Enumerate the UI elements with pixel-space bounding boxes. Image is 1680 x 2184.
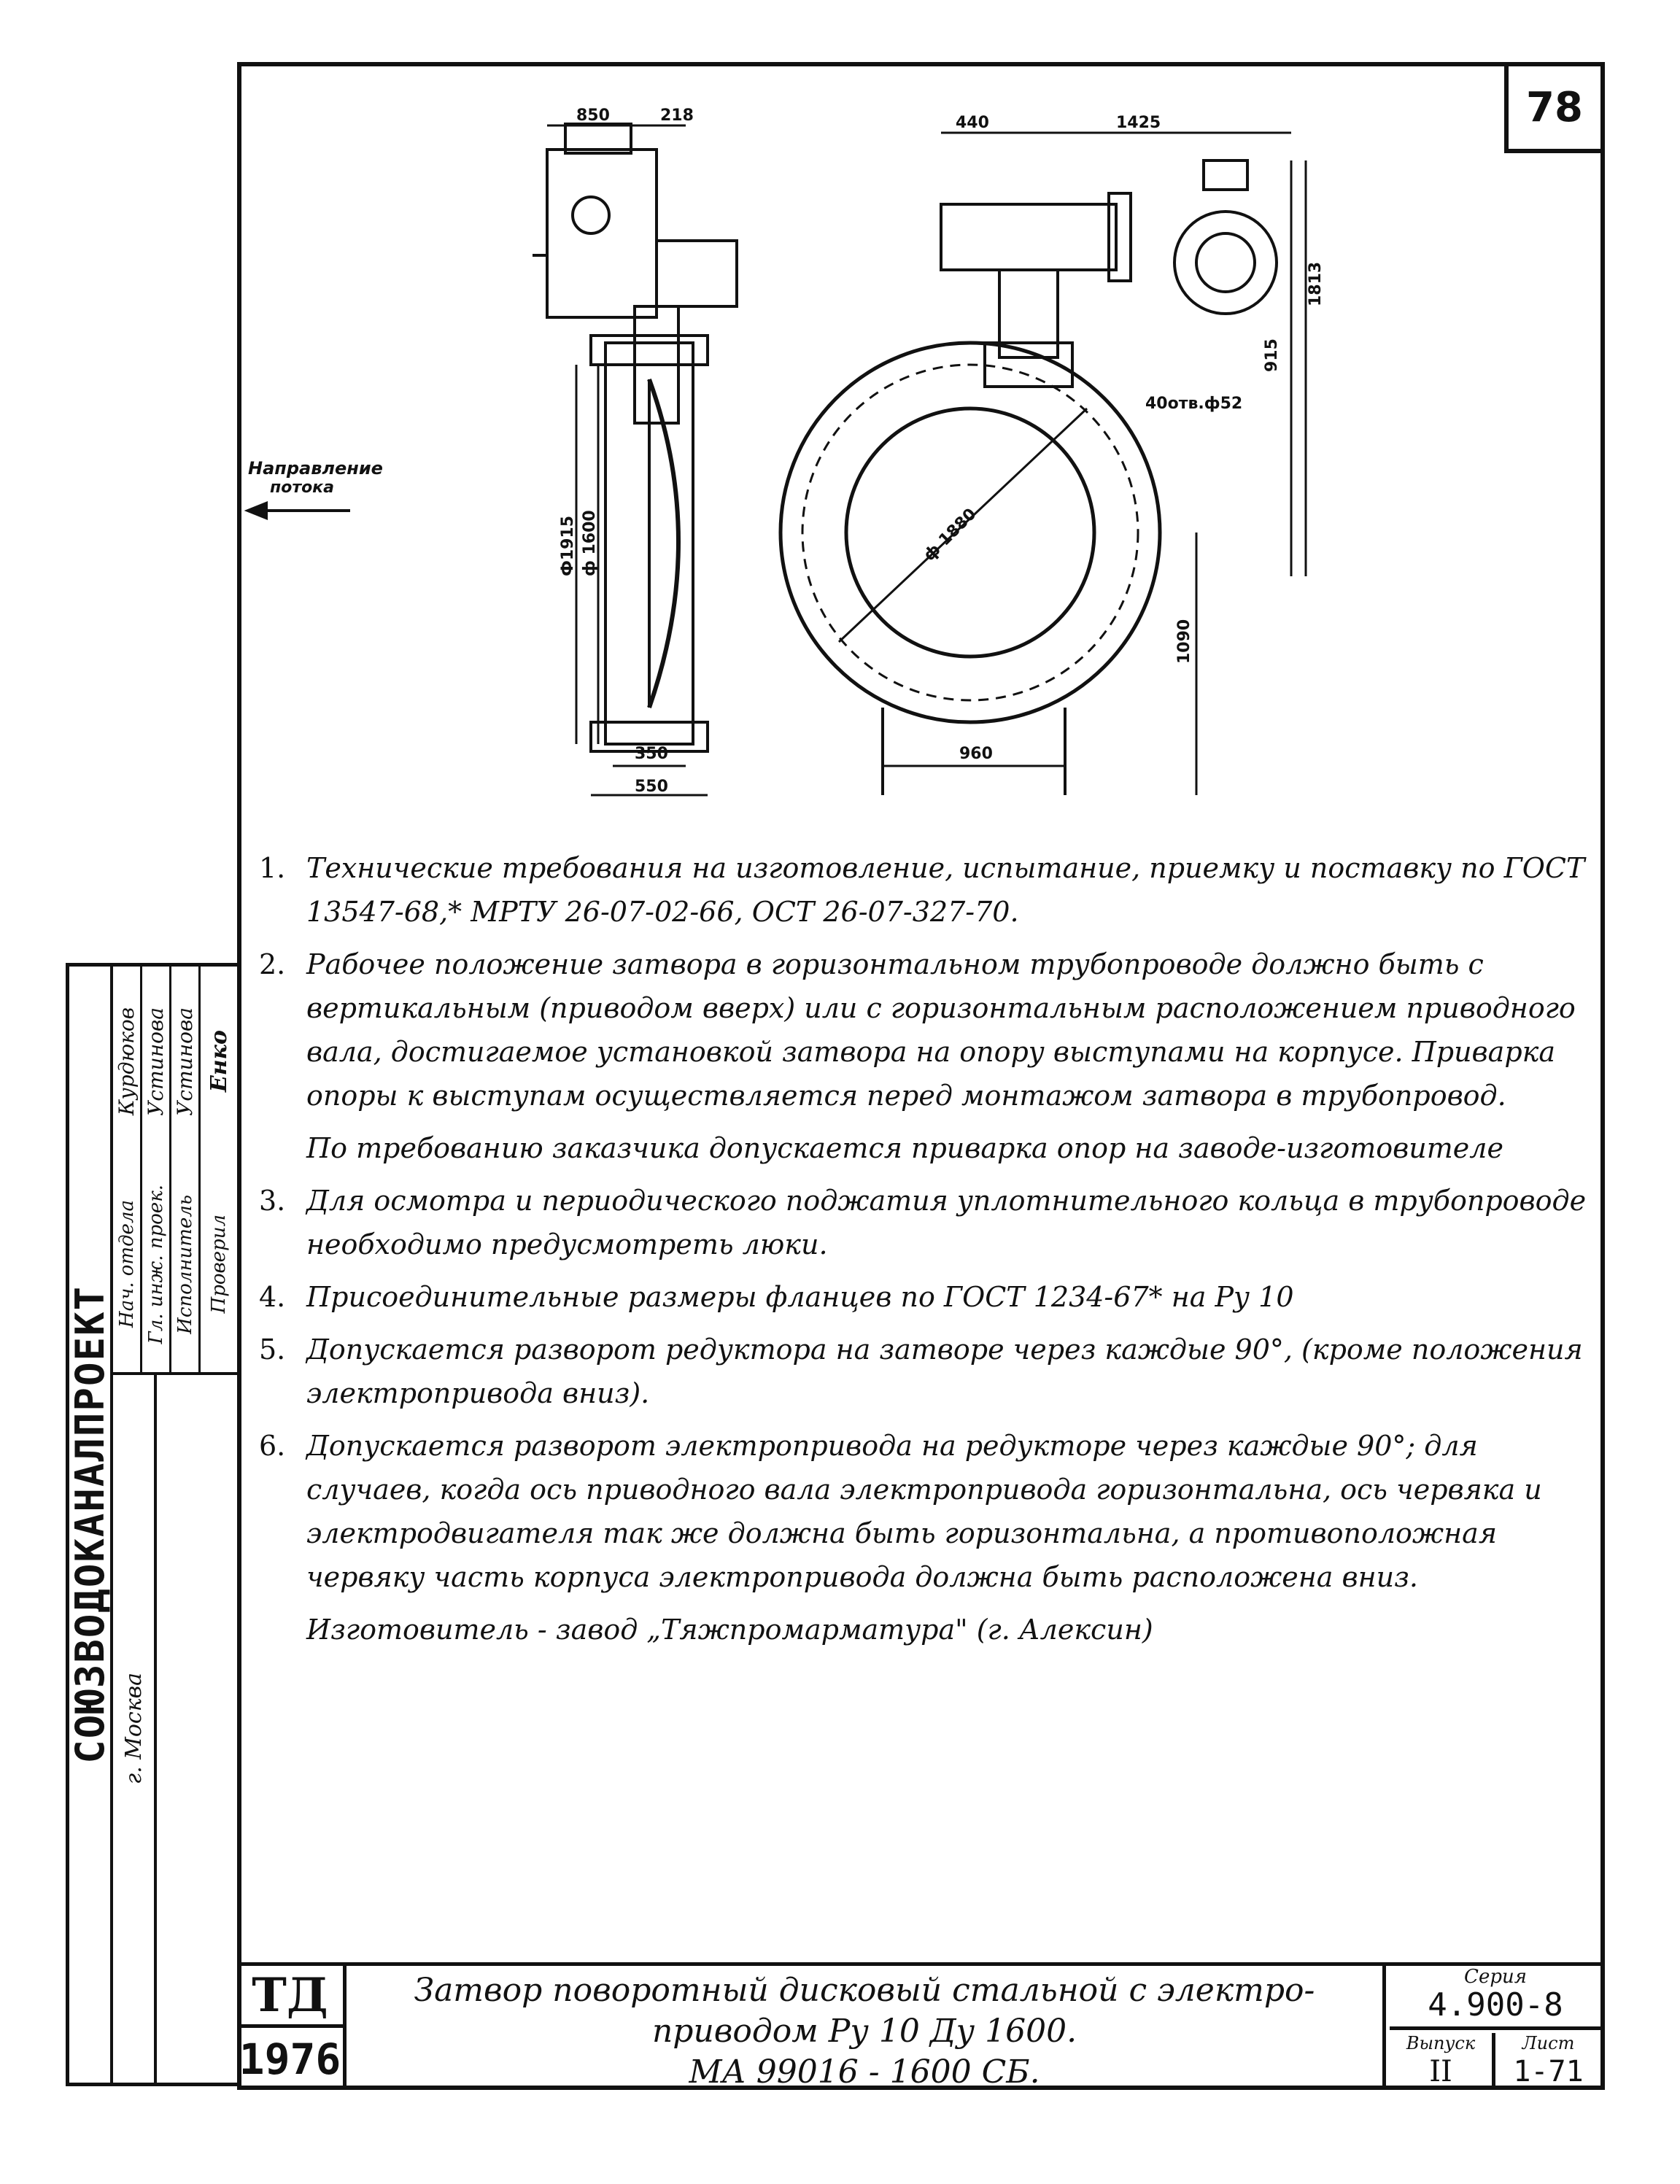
side-disc (647, 378, 681, 708)
note-2: 2. Рабочее положение затвора в горизонта… (259, 942, 1587, 1118)
doc-year: 1976 (237, 2028, 347, 2090)
note-5: 5. Допускается разворот редуктора на зат… (259, 1328, 1587, 1415)
series-value: 4.900-8 (1390, 1986, 1601, 2030)
title-line-2: приводом Ру 10 Ду 1600. (651, 2013, 1077, 2050)
stamp-city-column: г. Москва (113, 1375, 157, 2083)
flow-label-1: Направление (248, 458, 383, 479)
doc-title: Затвор поворотный дисковый стальной с эл… (347, 1966, 1386, 2091)
note-number: 1. (259, 852, 286, 884)
name-cell: Курдюков (113, 967, 142, 1156)
side-actuator-body (546, 148, 658, 319)
dim-960: 960 (959, 745, 993, 763)
note-number: 2. (259, 948, 286, 980)
note-number: 5. (259, 1333, 286, 1366)
stamp-org-column: СОЮЗВОДОКАНАЛПРОЕКТ (66, 967, 113, 2083)
note-3: 3. Для осмотра и периодического поджатия… (259, 1179, 1587, 1266)
dim-440: 440 (956, 114, 989, 132)
front-bore (844, 406, 1096, 659)
dim-1813: 1813 (1307, 262, 1325, 306)
note-number: 3. (259, 1185, 286, 1217)
person-name: Устинова (173, 1007, 197, 1116)
dim-phi1915: Ф1915 (559, 516, 577, 576)
name-cell: Устинова (171, 967, 201, 1156)
note-text: Для осмотра и периодического поджатия уп… (306, 1185, 1587, 1261)
front-flange-bolt (801, 363, 1139, 702)
dim-phi1600: ф 1600 (581, 510, 599, 576)
flow-label-2: потока (270, 479, 334, 497)
person-name: Устинова (144, 1007, 168, 1116)
issue-value: II (1390, 2055, 1495, 2090)
title-block: ТД 1976 Затвор поворотный дисковый сталь… (237, 1962, 1605, 2091)
front-flange-outer (778, 341, 1162, 724)
side-actuator-port (571, 195, 611, 235)
role-label: Исполнитель (174, 1194, 196, 1334)
person-name: Курдюков (115, 1007, 139, 1116)
city: г. Москва (120, 1673, 147, 1785)
technical-notes: 1. Технические требования на изготовлени… (259, 846, 1587, 1651)
dim-holes: 40отв.ф52 (1145, 395, 1242, 413)
dim-1090: 1090 (1175, 619, 1193, 664)
side-valve-body (604, 341, 694, 746)
note-number: 4. (259, 1281, 286, 1313)
organization-name: СОЮЗВОДОКАНАЛПРОЕКТ (66, 1285, 113, 1764)
role-label: Проверил (208, 1215, 230, 1314)
front-actuator-body (940, 203, 1118, 271)
valve-drawing: 850 218 440 1425 Ф1915 ф 1600 ф 1880 350… (244, 107, 1325, 797)
dim-1425: 1425 (1116, 114, 1161, 132)
name-cell: Устинова (142, 967, 171, 1156)
dim-350: 350 (635, 745, 668, 763)
dim-850: 850 (576, 107, 610, 125)
role-cell: Гл. инж. проек. (142, 1156, 171, 1375)
note-4: 4. Присоединительные размеры фланцев по … (259, 1275, 1587, 1319)
sheet-label: Лист (1522, 2033, 1575, 2053)
sheet-value: 1-71 (1513, 2055, 1584, 2088)
note-text: Допускается разворот электропривода на р… (306, 1430, 1542, 1593)
note-6: 6. Допускается разворот электропривода н… (259, 1424, 1587, 1599)
drawing-frame (237, 62, 1605, 2090)
role-cell: Проверил (201, 1156, 237, 1375)
approval-stamp: СОЮЗВОДОКАНАЛПРОЕКТ г. Москва Нач. отдел… (66, 963, 237, 2086)
note-1: 1. Технические требования на изготовлени… (259, 846, 1587, 934)
issue-label: Выпуск (1390, 2033, 1495, 2055)
title-line-3: МА 99016 - 1600 СБ. (689, 2053, 1040, 2091)
note-2-addition: По требованию заказчика допускается прив… (306, 1132, 1503, 1164)
note-text: Рабочее положение затвора в горизонтальн… (306, 948, 1576, 1112)
dim-550: 550 (635, 778, 668, 796)
note-text: Присоединительные размеры фланцев по ГОС… (306, 1281, 1294, 1313)
side-actuator-top (564, 123, 632, 155)
person-name: Енко (206, 1030, 232, 1093)
name-cell: Енко (201, 967, 237, 1156)
sheet-number: 78 (1504, 62, 1605, 153)
side-gearbox (655, 239, 738, 308)
role-label: Гл. инж. проек. (144, 1184, 167, 1344)
doc-code: ТД (237, 1966, 347, 2028)
title-line-1: Затвор поворотный дисковый стальной с эл… (414, 1972, 1315, 2009)
series-label: Серия (1464, 1966, 1527, 1988)
role-cell: Исполнитель (171, 1156, 201, 1375)
role-cell: Нач. отдела (113, 1156, 142, 1375)
dim-915: 915 (1263, 338, 1281, 372)
dim-218: 218 (660, 107, 694, 125)
front-handwheel (1173, 210, 1278, 315)
note-text: Допускается разворот редуктора на затвор… (306, 1333, 1583, 1409)
dim-phi1880: ф 1880 (921, 505, 980, 565)
manufacturer: Изготовитель - завод „Тяжпромарматура" (… (306, 1614, 1153, 1646)
role-label: Нач. отдела (115, 1200, 138, 1328)
note-number: 6. (259, 1430, 286, 1462)
note-text: Технические требования на изготовление, … (306, 852, 1585, 928)
